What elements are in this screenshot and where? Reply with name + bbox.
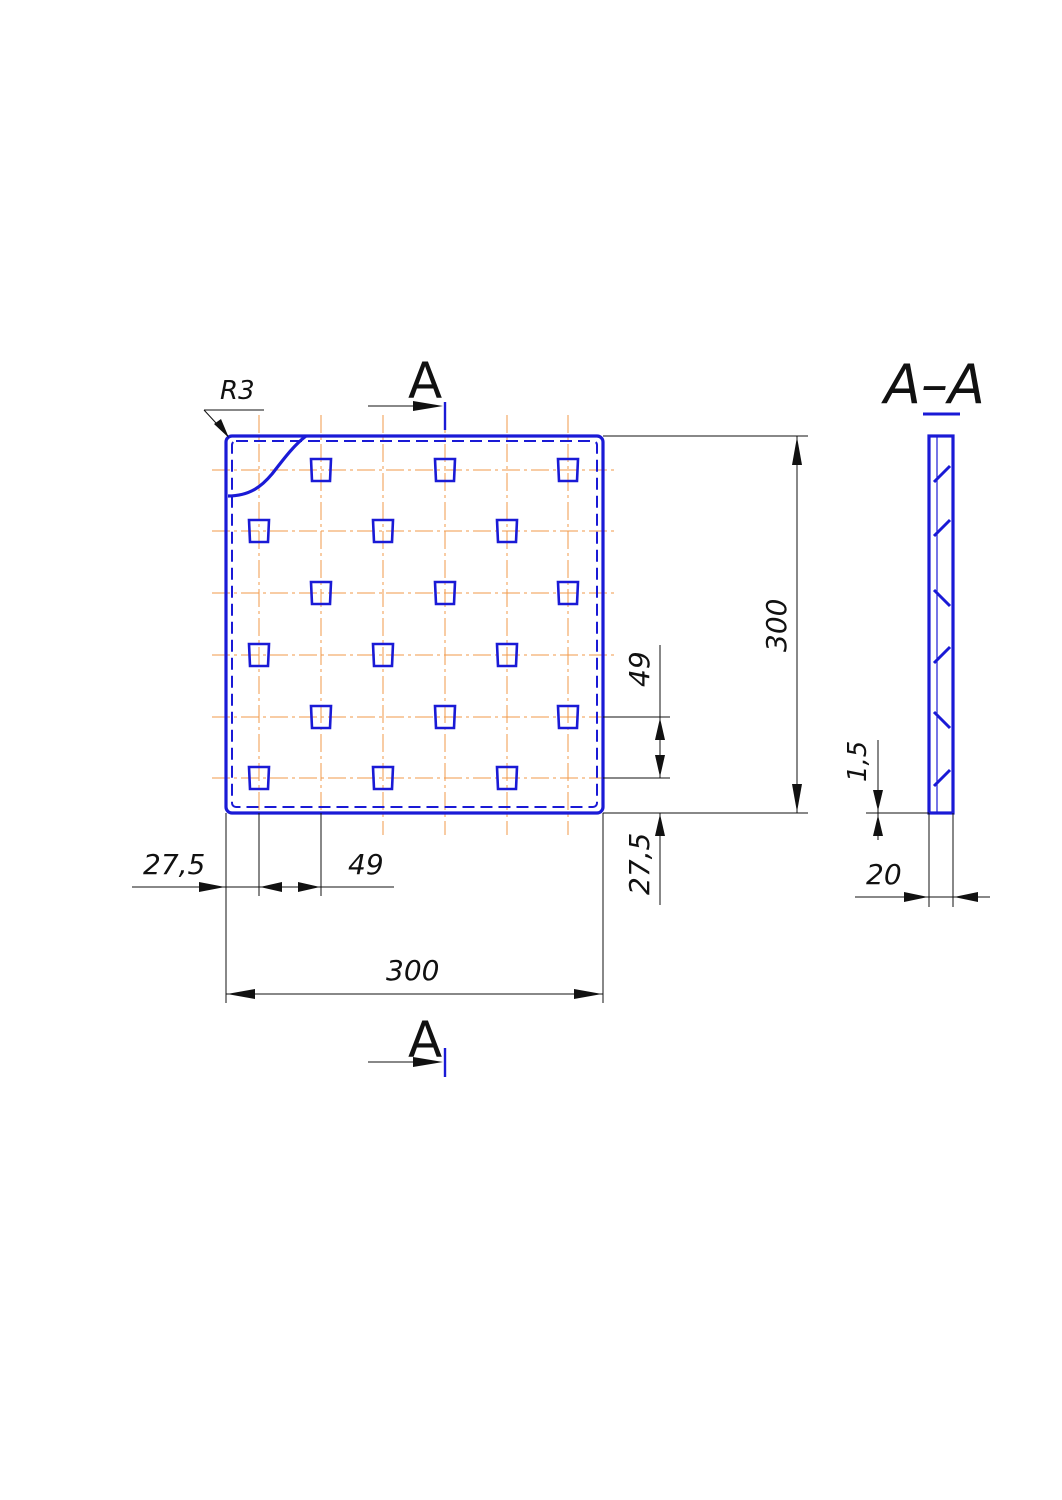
hole [371,518,395,544]
section-depth-label: 20 [866,858,902,891]
hole [247,518,271,544]
hole [433,457,457,483]
wall-thickness-label: 1,5 [843,741,873,782]
dim-edge-offset-vertical: 27,5 [623,813,665,905]
break-out-curve [227,434,307,498]
pitch-horizontal-label: 49 [348,848,384,881]
section-marker-top: A [368,352,447,430]
plate-outline [224,434,605,815]
hole [556,457,580,483]
hole [309,457,333,483]
edge-offset-horizontal-label: 27,5 [143,848,205,881]
hole [433,704,457,730]
hole [309,580,333,606]
center-lines [212,415,618,835]
dim-overall-height: 300 [603,435,808,814]
hole-grid [247,457,580,791]
hole [309,704,333,730]
dim-pitch-vertical: 49 [603,645,670,779]
section-marker-bottom: A [368,1011,447,1077]
section-view-title: A–A [881,353,985,416]
hole [495,765,519,791]
plate-front-view [224,434,605,815]
dim-horizontal-offsets: 27,5 49 [132,813,394,1003]
hole [495,518,519,544]
hole [556,580,580,606]
radius-callout: R3 [203,376,264,438]
dim-overall-width: 300 [226,813,604,1003]
hole [247,642,271,668]
plate-inner-hidden-edge [231,440,598,808]
section-outline [927,434,955,815]
hole [247,765,271,791]
section-label-top: A [408,352,442,410]
pitch-vertical-label: 49 [623,651,656,687]
radius-label: R3 [220,376,255,406]
hole [371,642,395,668]
edge-offset-vertical-label: 27,5 [623,833,656,895]
hole [556,704,580,730]
hole [495,642,519,668]
section-view: A–A 1,5 20 [843,353,990,907]
overall-height-label: 300 [760,599,793,652]
overall-width-label: 300 [386,954,439,987]
hole [371,765,395,791]
hole [433,580,457,606]
